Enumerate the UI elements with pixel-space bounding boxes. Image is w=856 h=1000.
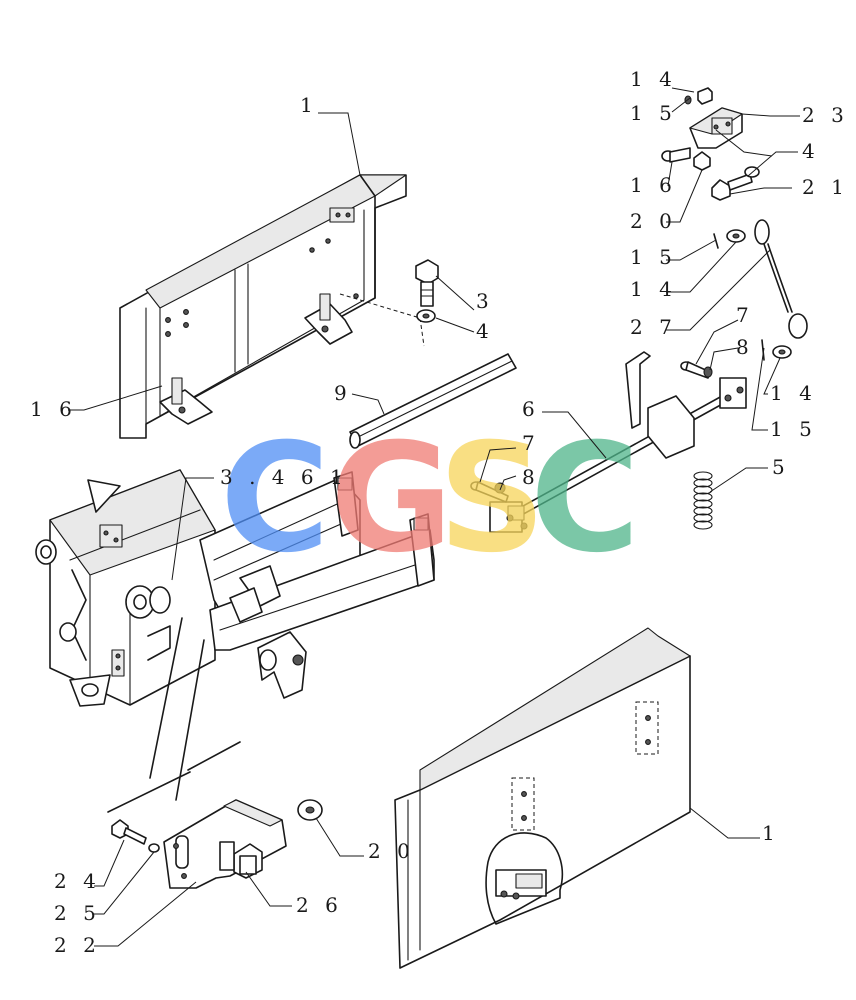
label-part-27: 2 7 [630, 315, 677, 339]
label-part-7-right: 7 [736, 303, 754, 327]
label-part-15-c: 1 5 [770, 417, 817, 441]
latch-plate-part-22 [163, 799, 287, 889]
leader-lines [68, 87, 800, 947]
label-part-9: 9 [334, 381, 352, 405]
label-part-6: 6 [522, 397, 540, 421]
watermark-letter-1: C [220, 412, 330, 586]
rod-part-9 [349, 353, 517, 449]
label-part-20-top: 2 0 [630, 209, 677, 233]
label-part-8-right: 8 [736, 335, 754, 359]
bracket-part-23 [661, 87, 760, 201]
label-part-1-top: 1 [300, 93, 318, 117]
label-part-7-middle: 7 [522, 431, 540, 455]
label-part-25: 2 5 [54, 901, 101, 925]
lower-mounting-plate [394, 627, 691, 969]
watermark: C G S C [220, 412, 640, 586]
watermark-letter-2: G [330, 412, 453, 586]
bolt-part-7-right [680, 361, 713, 379]
label-part-5: 5 [772, 455, 790, 479]
label-part-15-top: 1 5 [630, 101, 677, 125]
label-part-4-top: 4 [802, 139, 820, 163]
label-part-3-461: 3 . 4 6 1 [220, 465, 348, 489]
bolt-part-7-middle [470, 481, 509, 503]
bolt-part-3 [415, 259, 439, 323]
spring-part-5 [693, 471, 713, 530]
label-part-14-b: 1 4 [630, 277, 677, 301]
label-part-23: 2 3 [802, 103, 849, 127]
label-part-15-b: 1 5 [630, 245, 677, 269]
main-frame [35, 469, 435, 813]
label-part-16-top: 1 6 [630, 173, 677, 197]
nut-part-20-bottom [297, 799, 323, 821]
label-part-8-middle: 8 [522, 465, 540, 489]
label-part-16-left: 1 6 [30, 397, 77, 421]
label-part-1-bottom: 1 [762, 821, 780, 845]
watermark-letter-4: C [530, 412, 640, 586]
watermark-letter-3: S [438, 412, 546, 586]
bolt-part-24 [111, 819, 160, 853]
label-part-14-c: 1 4 [770, 381, 817, 405]
cable-part-27 [713, 219, 808, 339]
label-part-21: 2 1 [802, 175, 849, 199]
label-part-14-top: 1 4 [630, 67, 677, 91]
label-part-4-middle: 4 [476, 319, 494, 343]
label-part-26: 2 6 [296, 893, 343, 917]
shaft-part-6 [489, 351, 747, 533]
label-part-24: 2 4 [54, 869, 101, 893]
pin-part-15-right [761, 339, 792, 361]
label-part-22: 2 2 [54, 933, 101, 957]
label-part-20-bottom: 2 0 [368, 839, 415, 863]
label-part-3: 3 [476, 289, 494, 313]
upper-mounting-plate [119, 174, 425, 439]
part-labels: 1 3 4 9 1 6 3 . 4 6 1 6 7 8 5 1 4 1 5 2 … [30, 67, 849, 957]
